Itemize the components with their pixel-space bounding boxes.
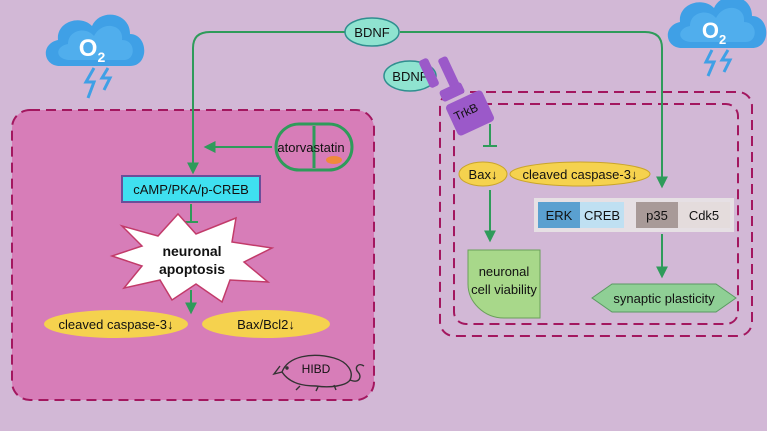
erk-label: ERK xyxy=(546,208,573,223)
bax-bcl2-oval xyxy=(202,310,330,338)
cloud-o2-label: O2 xyxy=(79,35,106,65)
storm-cloud-icon: O2 xyxy=(45,14,145,99)
apoptosis-starburst xyxy=(109,212,275,304)
cloud-o2-label: O2 xyxy=(702,18,726,47)
cdk5-block xyxy=(678,202,730,228)
creb-label: CREB xyxy=(584,208,620,223)
viability-label-line2: cell viability xyxy=(471,282,537,297)
camp-pathway-label: cAMP/PKA/p-CREB xyxy=(133,182,249,197)
erk-block xyxy=(538,202,580,228)
atorvastatin-capsule xyxy=(274,122,354,172)
right-caspase-label: cleaved caspase-3↓ xyxy=(523,167,638,182)
cdk5-label: Cdk5 xyxy=(689,208,719,223)
hibd-label: HIBD xyxy=(302,362,331,376)
viability-label-line1: neuronal xyxy=(479,264,530,279)
atorvastatin-label: atorvastatin xyxy=(277,140,344,155)
bdnf-ligand-label: BDNF xyxy=(392,69,427,84)
bax-label: Bax↓ xyxy=(469,167,498,182)
trkb-receptor-icon xyxy=(419,56,494,136)
p35-label: p35 xyxy=(646,208,668,223)
left-caspase-label: cleaved caspase-3↓ xyxy=(59,317,174,332)
bdnf-top-node xyxy=(344,17,400,47)
storm-cloud-icon: O2 xyxy=(667,0,767,77)
synaptic-plasticity-shape xyxy=(591,283,737,313)
p35-block xyxy=(636,202,678,228)
camp-pathway-box xyxy=(121,175,261,203)
apoptosis-label-line2: apoptosis xyxy=(159,261,225,277)
viability-shape xyxy=(467,249,541,319)
bax-oval xyxy=(458,161,508,187)
synaptic-plasticity-label: synaptic plasticity xyxy=(613,291,715,306)
bdnf-top-label: BDNF xyxy=(354,25,389,40)
bdnf-left-arrow xyxy=(187,31,345,175)
bax-bcl2-label: Bax/Bcl2↓ xyxy=(237,317,295,332)
left-caspase-oval xyxy=(44,310,188,338)
rat-icon xyxy=(272,354,365,392)
right-caspase-oval xyxy=(509,161,651,187)
right-panel-inner xyxy=(453,103,739,325)
apoptosis-label-line1: neuronal xyxy=(162,243,221,259)
creb-block xyxy=(580,202,624,228)
bdnf-right-arrow xyxy=(400,31,668,189)
